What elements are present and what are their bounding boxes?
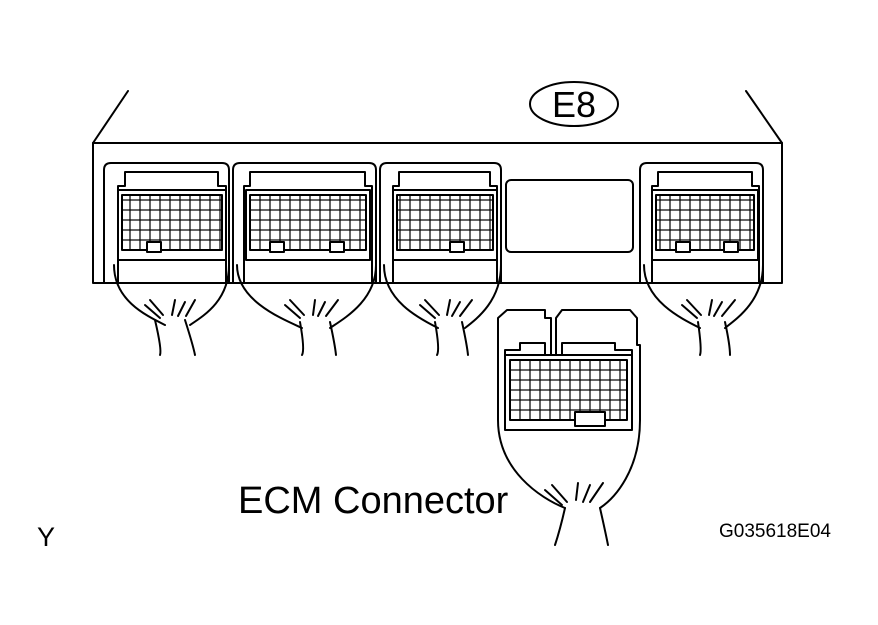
connector-code-badge <box>529 81 619 127</box>
ecm-connector-label: ECM Connector <box>238 480 509 522</box>
ecm-socket-4 <box>639 162 764 356</box>
corner-letter: Y <box>37 522 56 552</box>
harness-connector <box>497 309 641 546</box>
figure-code: G035618E04 <box>719 521 831 542</box>
ecm-socket-3 <box>379 162 502 356</box>
connector-code-text: E8 <box>551 84 597 125</box>
ecm-socket-1 <box>103 162 230 356</box>
ecm-empty-slot <box>505 179 634 253</box>
ecm-socket-2 <box>232 162 377 356</box>
